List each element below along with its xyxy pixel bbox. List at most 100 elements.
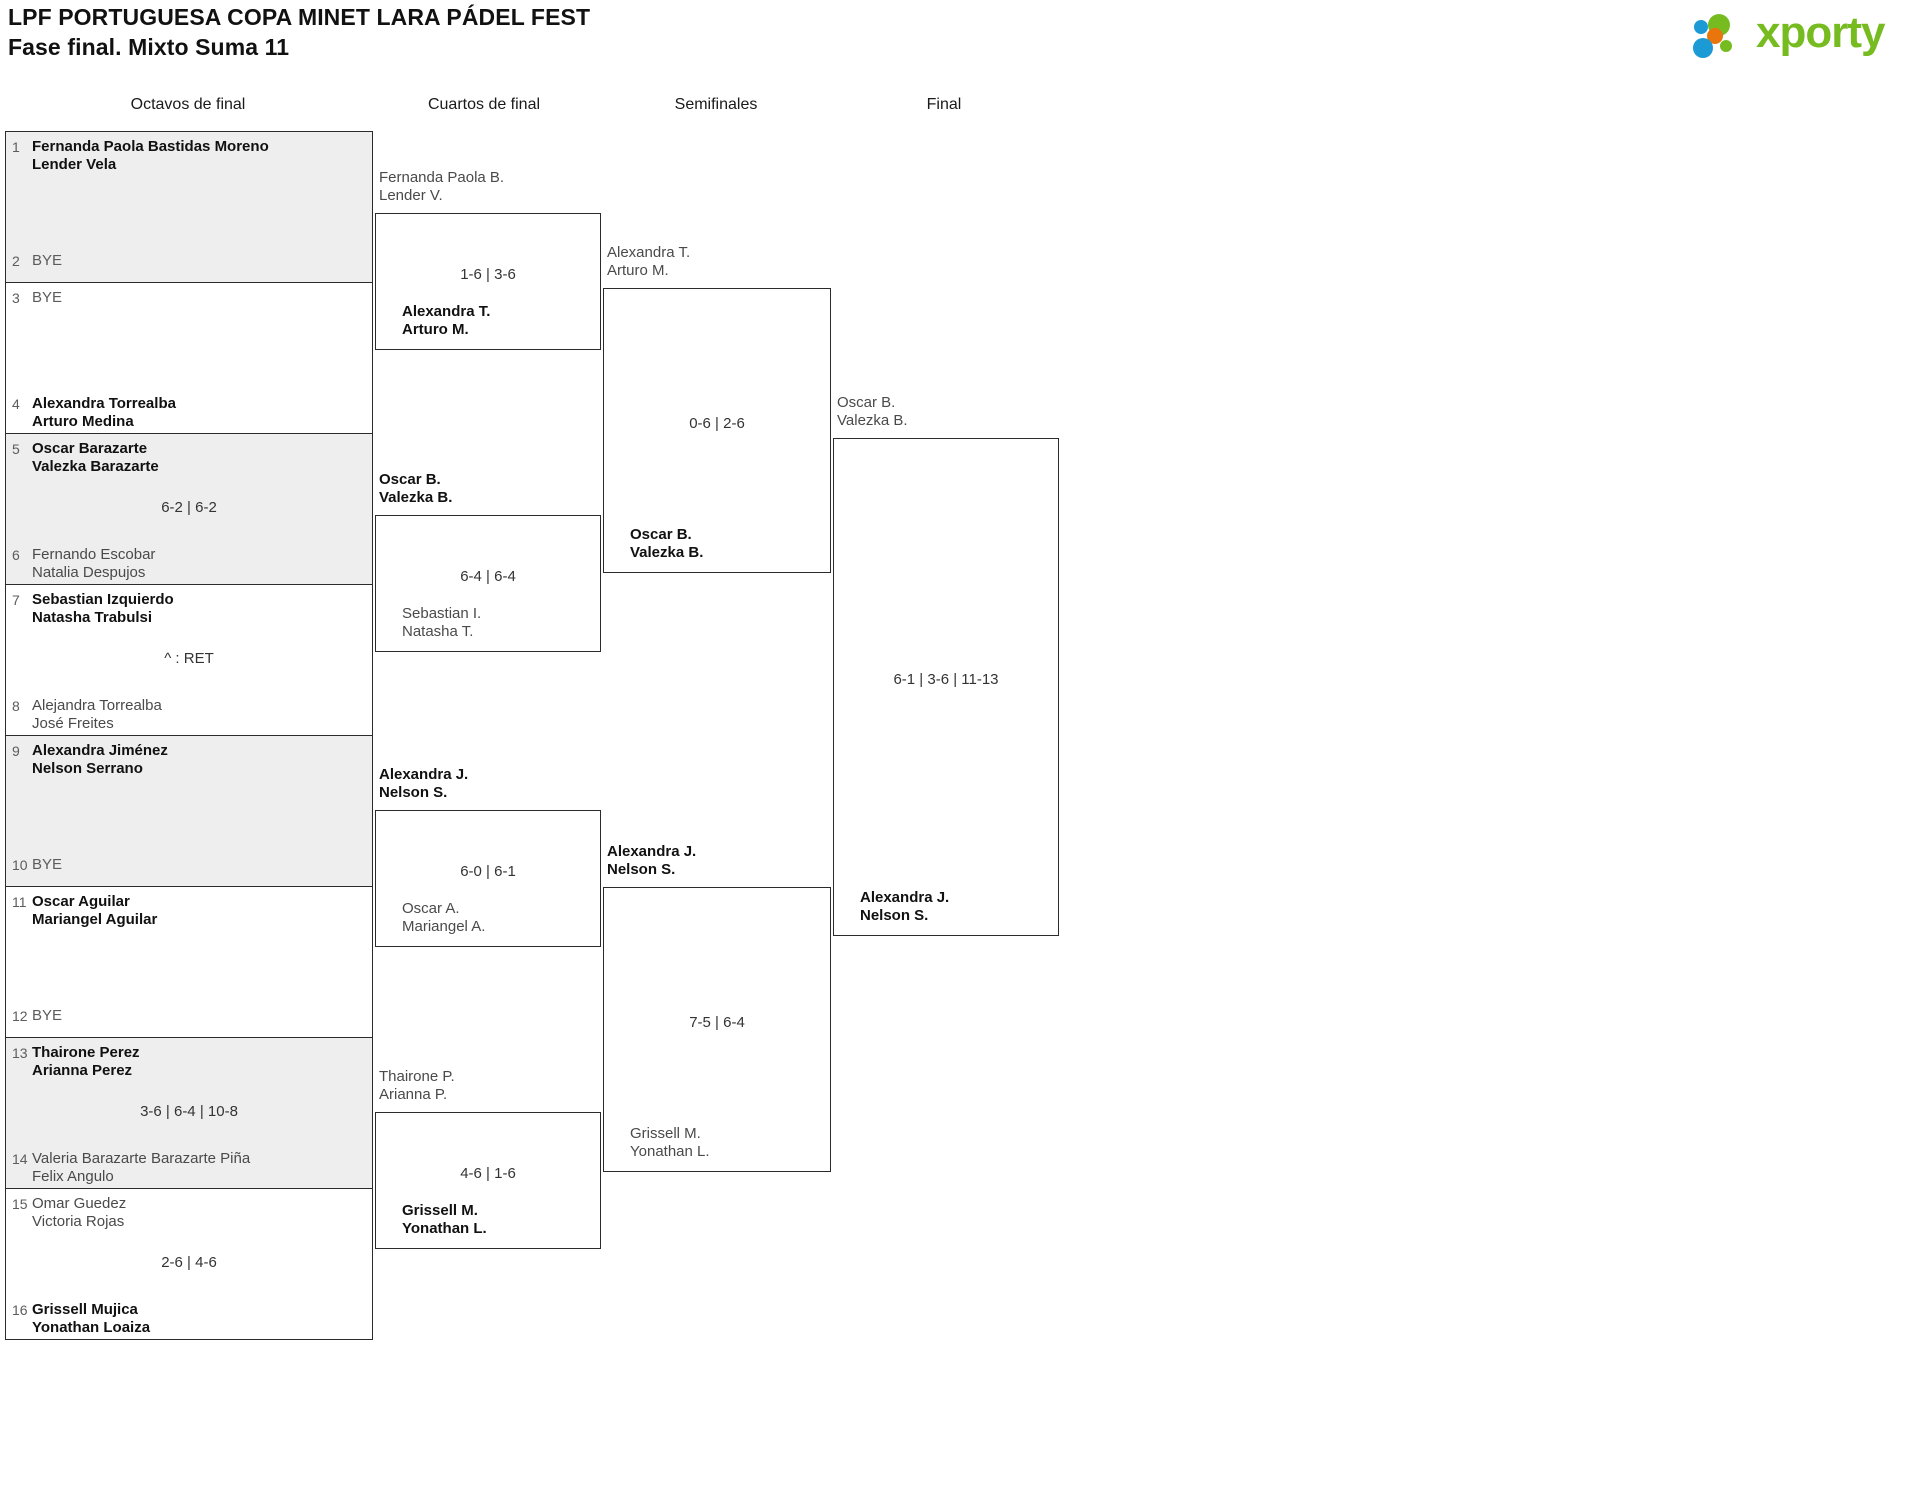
player-name: Valezka B. — [837, 412, 908, 429]
player-name: Alexandra T. — [607, 244, 691, 261]
player-name: Valezka B. — [379, 489, 453, 506]
player-name: Lender V. — [379, 187, 443, 204]
seed-number: 11 — [12, 894, 27, 910]
player-pair: Oscar B.Valezka B. — [630, 526, 824, 562]
player-name: Mariangel Aguilar — [32, 911, 158, 928]
player-name: Arianna Perez — [32, 1062, 133, 1079]
player-name: Nelson S. — [379, 784, 448, 801]
player-name: Omar Guedez — [32, 1195, 127, 1212]
match-slot: Oscar B.Valezka B. — [604, 526, 830, 562]
logo-dot-blue-large — [1693, 38, 1713, 58]
player-name: Yonathan L. — [402, 1220, 487, 1237]
player-name: Fernando Escobar — [32, 546, 156, 563]
player-name: BYE — [32, 1007, 63, 1024]
player-pair: Oscar B.Valezka B. — [837, 394, 908, 430]
seed-number: 5 — [12, 441, 20, 457]
player-name: Natalia Despujos — [32, 564, 146, 581]
player-name: Arturo M. — [607, 262, 669, 279]
player-name: Fernanda Paola Bastidas Moreno — [32, 138, 269, 155]
player-pair: Thairone P.Arianna P. — [379, 1068, 455, 1104]
player-name: Victoria Rojas — [32, 1213, 125, 1230]
logo-wordmark: xporty — [1756, 8, 1885, 57]
player-name: BYE — [32, 252, 63, 269]
round-header-1: Octavos de final — [130, 96, 246, 113]
player-name: Sebastian Izquierdo — [32, 591, 174, 608]
round-header-3: Semifinales — [674, 96, 758, 113]
player-name: Alexandra Torrealba — [32, 395, 176, 412]
logo-dot-orange — [1707, 28, 1723, 44]
player-name: Alexandra J. — [860, 889, 950, 906]
seed-number: 2 — [12, 253, 20, 269]
tournament-title: LPF PORTUGUESA COPA MINET LARA PÁDEL FES… — [8, 4, 591, 30]
player-name: Alejandra Torrealba — [32, 697, 162, 714]
match-slot: Oscar A.Mariangel A. — [376, 900, 600, 936]
player-name: Thairone Perez — [32, 1044, 140, 1061]
xporty-logo[interactable]: xporty — [1692, 8, 1912, 62]
seed-number: 4 — [12, 396, 20, 412]
player-name: Arturo M. — [402, 321, 469, 338]
player-name: Natasha T. — [402, 623, 474, 640]
player-pair: Alexandra J.Nelson S. — [860, 889, 1052, 925]
seed-number: 13 — [12, 1045, 28, 1061]
player-name: Grissell M. — [630, 1125, 701, 1142]
match-score: 1-6 | 3-6 — [460, 266, 516, 283]
player-name: Alexandra Jiménez — [32, 742, 168, 759]
match-score: 4-6 | 1-6 — [460, 1165, 516, 1182]
player-pair: Oscar B.Valezka B. — [379, 471, 452, 507]
seed-number: 15 — [12, 1196, 28, 1212]
player-name: Oscar Aguilar — [32, 893, 130, 910]
seed-number: 12 — [12, 1008, 28, 1024]
player-name: Grissell Mujica — [32, 1301, 138, 1318]
match-score: 0-6 | 2-6 — [689, 415, 745, 432]
tournament-subtitle: Fase final. Mixto Suma 11 — [8, 34, 290, 60]
player-name: Alexandra T. — [402, 303, 491, 320]
page-header: LPF PORTUGUESA COPA MINET LARA PÁDEL FES… — [0, 0, 1920, 70]
round-header-2: Cuartos de final — [427, 96, 541, 113]
player-name: Alexandra J. — [379, 766, 469, 783]
seed-number: 1 — [12, 139, 20, 155]
player-name: Nelson S. — [860, 907, 929, 924]
player-name: Alexandra J. — [607, 843, 697, 860]
player-pair: Alexandra T.Arturo M. — [402, 303, 594, 339]
seed-number: 14 — [12, 1151, 28, 1167]
round-header-4: Final — [926, 96, 962, 113]
match-upper-participant: Alexandra J.Nelson S. — [607, 843, 696, 879]
